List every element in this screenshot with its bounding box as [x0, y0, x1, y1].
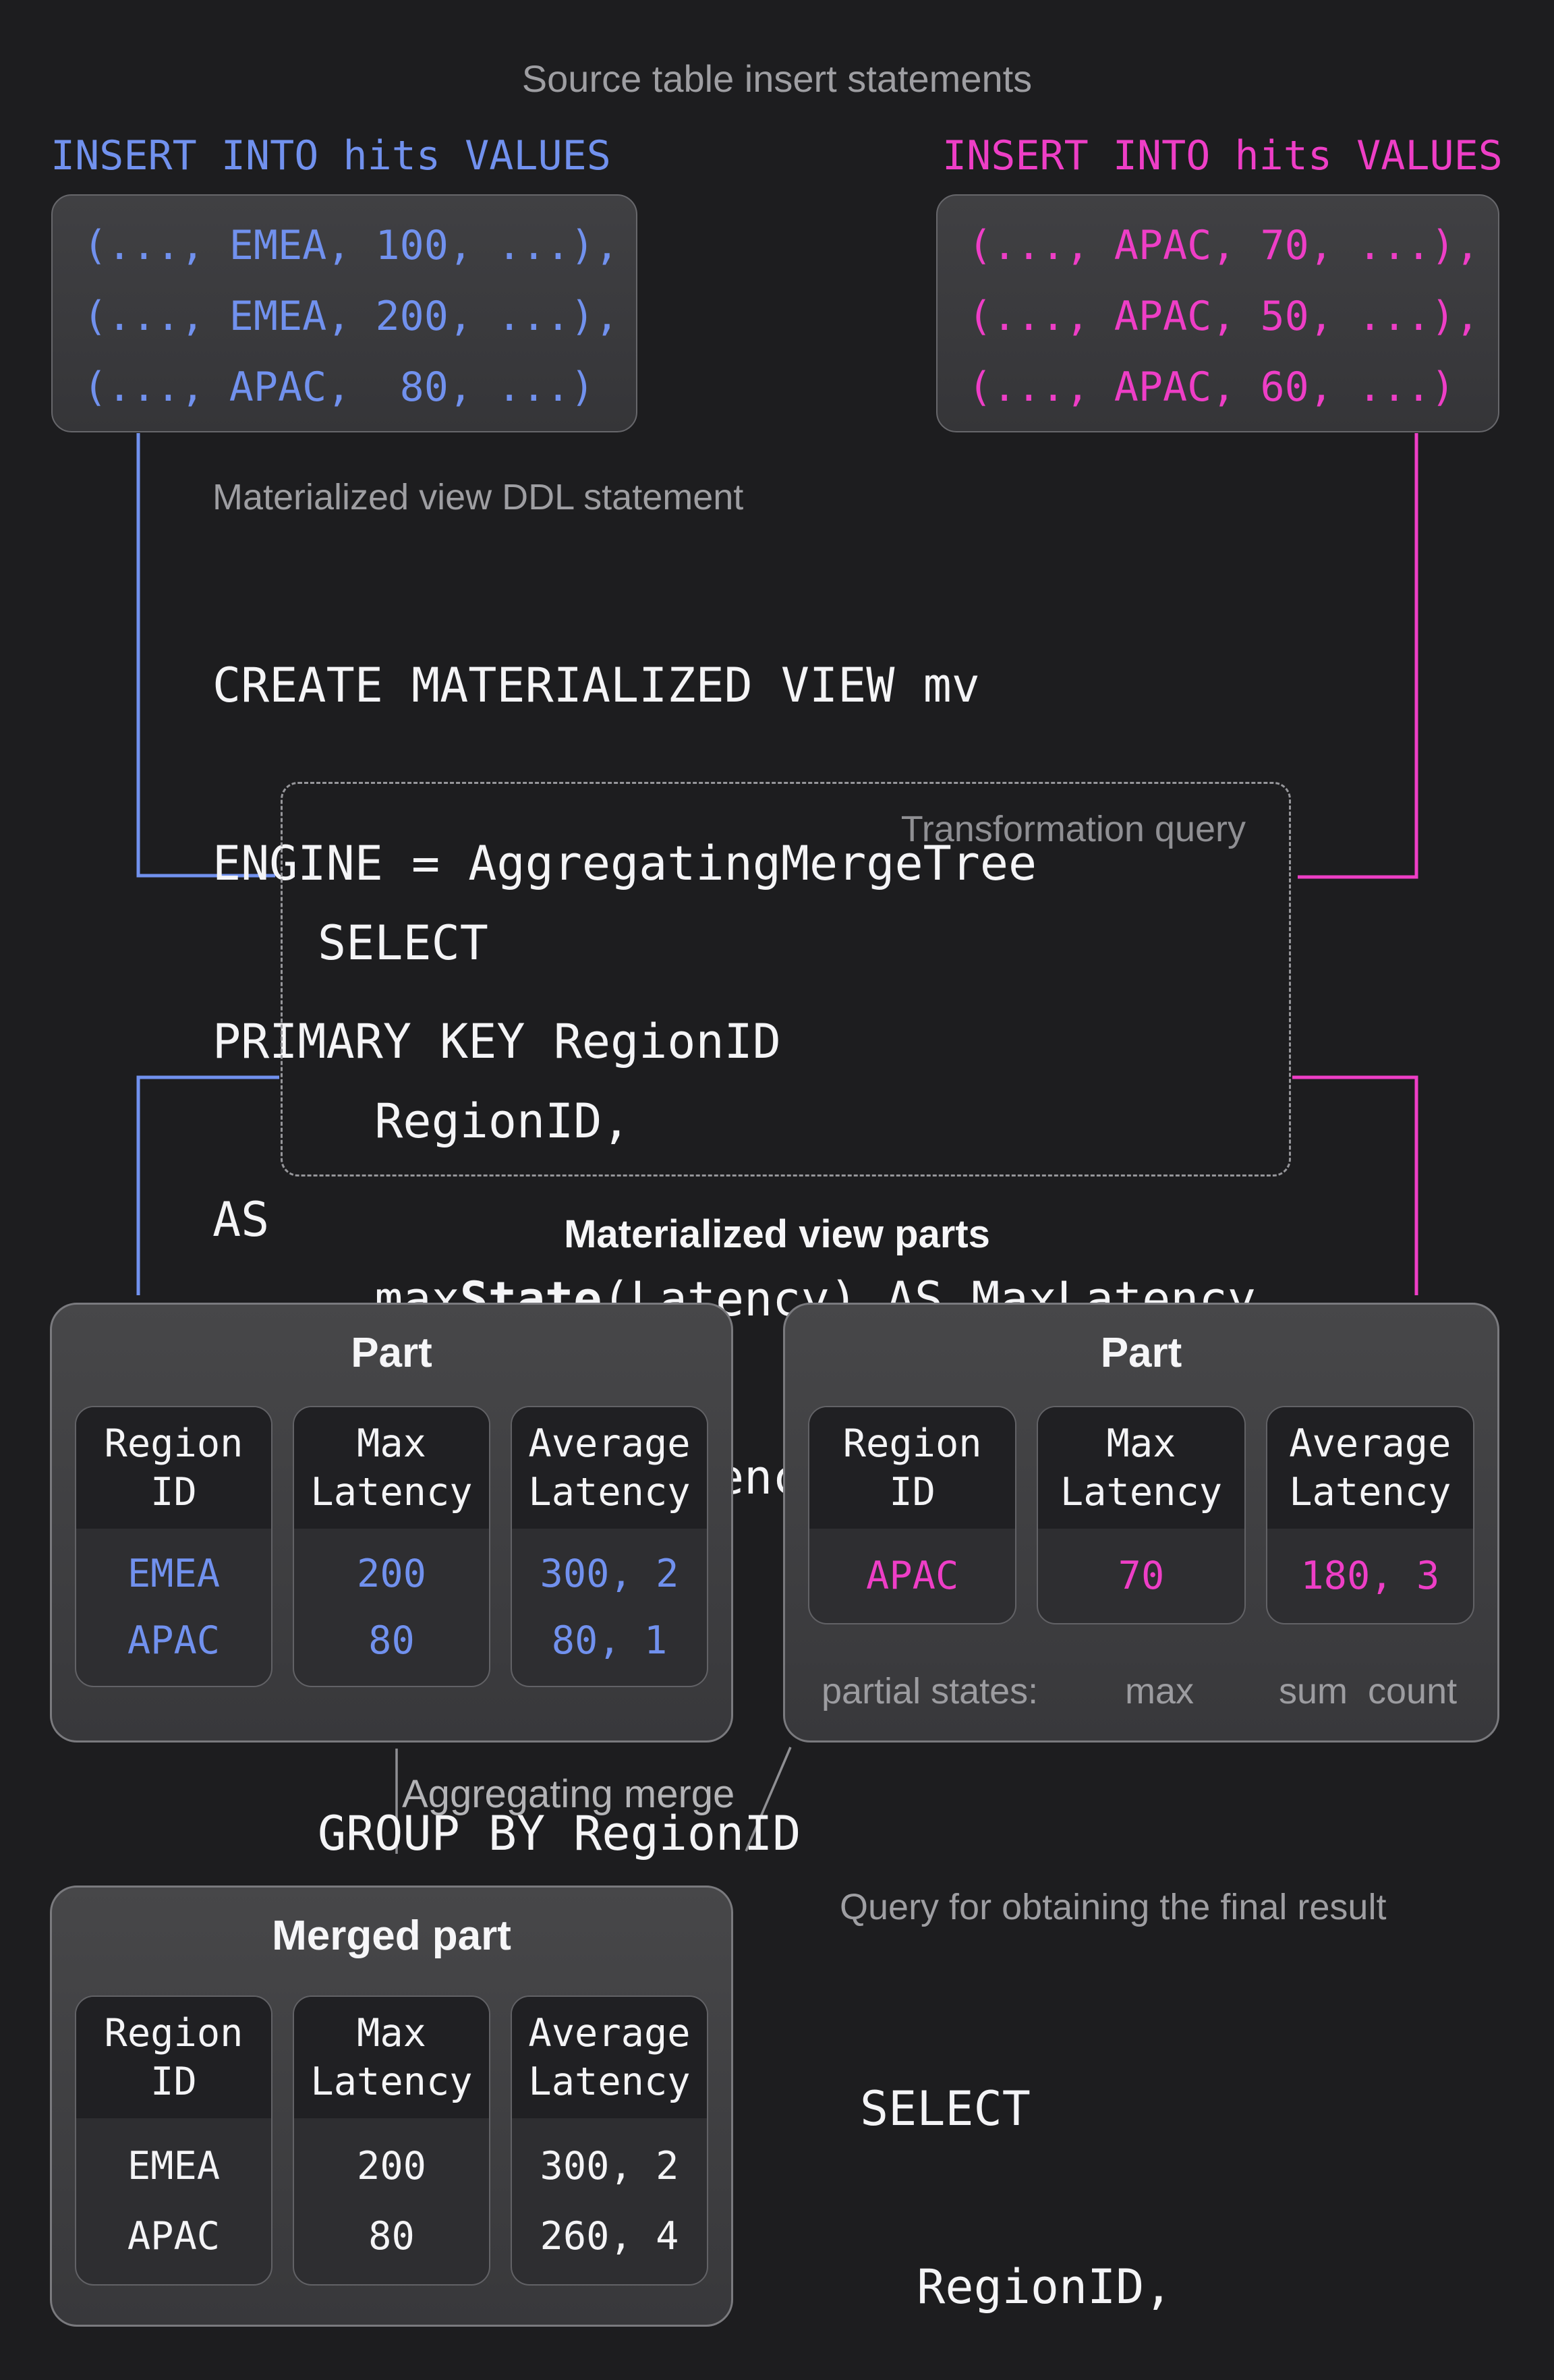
column-region-id: Region ID EMEA APAC [75, 1995, 272, 2286]
column-header: Region ID [809, 1407, 1016, 1529]
arrow-insert-right-to-query [1298, 433, 1418, 879]
column-header: Average Latency [512, 1407, 707, 1529]
column-region-id: Region ID APAC [808, 1406, 1017, 1624]
insert-left-row: (..., APAC, 80, ...) [83, 364, 595, 411]
tq-line: GROUP BY RegionID [318, 1806, 801, 1861]
insert-right-row: (..., APAC, 70, ...), [968, 222, 1480, 269]
cell-value: 300, 2 [540, 1551, 679, 1596]
part-left-title: Part [351, 1330, 432, 1376]
partial-state-sum: sum [1279, 1671, 1348, 1711]
cell-value: EMEA [127, 1551, 221, 1596]
page-title: Source table insert statements [521, 57, 1033, 100]
fq-line: SELECT [860, 2081, 1031, 2136]
tq-line: SELECT [318, 915, 488, 971]
insert-right-box: (..., APAC, 70, ...), (..., APAC, 50, ..… [936, 194, 1499, 432]
cell-value: 260, 4 [540, 2214, 679, 2259]
cell-value: 80, 1 [551, 1618, 668, 1664]
cell-value: 200 [357, 2144, 426, 2188]
part-left-panel: Part Region ID EMEA APAC Max Latency 200… [50, 1303, 733, 1743]
column-body: 200 80 [294, 1529, 489, 1686]
partial-states-label: partial states: [822, 1671, 1039, 1711]
column-header: Average Latency [1267, 1407, 1473, 1529]
cell-value: 70 [1118, 1554, 1165, 1598]
merged-part-title: Merged part [272, 1913, 511, 1959]
column-header: Max Latency [1038, 1407, 1244, 1529]
aggregating-merge-label: Aggregating merge [402, 1772, 735, 1816]
insert-right-row: (..., APAC, 60, ...) [968, 364, 1456, 411]
cell-value: 200 [357, 1551, 426, 1596]
column-body: APAC [809, 1529, 1015, 1623]
part-left-columns: Region ID EMEA APAC Max Latency 200 80 A… [75, 1406, 708, 1687]
fq-line: RegionID, [860, 2259, 1173, 2315]
column-header: Region ID [76, 1997, 271, 2118]
column-header: Average Latency [512, 1997, 707, 2118]
partial-state-count: count [1368, 1671, 1458, 1711]
column-average-latency: Average Latency 180, 3 [1265, 1406, 1474, 1624]
ddl-code: CREATE MATERIALIZED VIEW mv ENGINE = Agg… [212, 537, 1037, 1368]
cell-value: 180, 3 [1300, 1554, 1440, 1598]
insert-left-row: (..., EMEA, 200, ...), [83, 293, 619, 340]
parts-section-label: Materialized view parts [564, 1212, 990, 1256]
cell-value: 80 [368, 1618, 415, 1664]
merged-part-columns: Region ID EMEA APAC Max Latency 200 80 A… [75, 1995, 708, 2286]
column-max-latency: Max Latency 200 80 [293, 1406, 490, 1687]
ddl-line: ENGINE = AggregatingMergeTree [212, 836, 1037, 891]
cell-value: APAC [127, 2214, 221, 2259]
insert-left-label: INSERT INTO hits VALUES [51, 132, 611, 179]
column-body: 180, 3 [1267, 1529, 1473, 1623]
cell-value: EMEA [127, 2144, 221, 2188]
part-right-columns: Region ID APAC Max Latency 70 Average La… [808, 1406, 1474, 1624]
column-header: Max Latency [294, 1407, 489, 1529]
insert-right-row: (..., APAC, 50, ...), [968, 293, 1480, 340]
final-query-label: Query for obtaining the final result [840, 1887, 1387, 1927]
transformation-query-box: Transformation query SELECT RegionID, ma… [281, 782, 1291, 1861]
cell-value: 80 [368, 2214, 415, 2259]
column-max-latency: Max Latency 200 80 [293, 1995, 490, 2286]
insert-left-row: (..., EMEA, 100, ...), [83, 222, 619, 269]
partial-state-max: max [1125, 1671, 1195, 1711]
column-body: 200 80 [294, 2118, 489, 2284]
column-body: 300, 2 80, 1 [512, 1529, 707, 1686]
column-body: EMEA APAC [76, 2118, 271, 2284]
arrow-query-to-part-right [1292, 1075, 1418, 1295]
column-average-latency: Average Latency 300, 2 260, 4 [511, 1995, 708, 2286]
ddl-line: AS [212, 1192, 270, 1247]
column-body: 70 [1038, 1529, 1244, 1623]
part-right-title: Part [1100, 1330, 1182, 1376]
final-query-code: SELECT RegionID, maxMerge(MaxLatency), a… [860, 1960, 1514, 2380]
ddl-line: PRIMARY KEY RegionID [212, 1014, 781, 1069]
cell-value: 300, 2 [540, 2144, 679, 2188]
column-max-latency: Max Latency 70 [1037, 1406, 1246, 1624]
transformation-query-label: Transformation query [900, 809, 1246, 849]
ddl-line: CREATE MATERIALIZED VIEW mv [212, 658, 980, 713]
column-body: 300, 2 260, 4 [512, 2118, 707, 2284]
ddl-label: Materialized view DDL statement [212, 477, 744, 517]
tq-line: RegionID, [318, 1094, 631, 1149]
column-region-id: Region ID EMEA APAC [75, 1406, 272, 1687]
cell-value: APAC [866, 1554, 959, 1598]
insert-right-label: INSERT INTO hits VALUES [942, 132, 1503, 179]
column-body: EMEA APAC [76, 1529, 271, 1686]
insert-left-box: (..., EMEA, 100, ...), (..., EMEA, 200, … [51, 194, 637, 432]
merged-part-panel: Merged part Region ID EMEA APAC Max Late… [50, 1886, 733, 2327]
cell-value: APAC [127, 1618, 221, 1664]
part-right-panel: Part Region ID APAC Max Latency 70 Avera… [783, 1303, 1499, 1743]
column-header: Region ID [76, 1407, 271, 1529]
column-header: Max Latency [294, 1997, 489, 2118]
column-average-latency: Average Latency 300, 2 80, 1 [511, 1406, 708, 1687]
